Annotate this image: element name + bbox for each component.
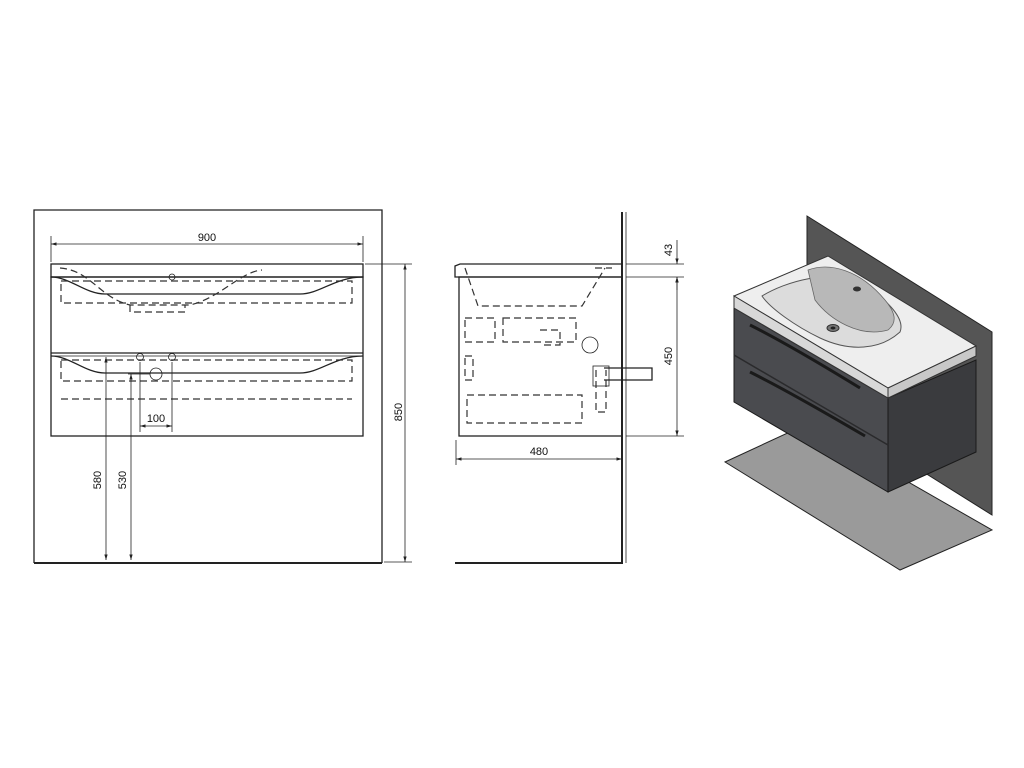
side-hidden-drawer-upper-front [464, 317, 496, 343]
front-lower-handle-curve [50, 355, 364, 374]
front-tap-hole [168, 273, 176, 281]
dim-480-label: 480 [530, 446, 548, 458]
render-floor [723, 423, 994, 571]
front-pipe-hole-right [168, 353, 176, 361]
render-bowl-inner [807, 266, 895, 333]
front-hidden-basin [59, 267, 263, 306]
dim-100-label: 100 [147, 413, 165, 425]
side-siphon-tube [595, 370, 607, 413]
render-lower-handle [749, 370, 866, 438]
front-waste-hole [149, 367, 163, 381]
front-view: 900 850 580 530 100 [33, 209, 412, 564]
side-hidden-drawer-lower-front [464, 355, 474, 381]
dim-850-label: 850 [393, 403, 405, 421]
render-basin-side-edge [887, 345, 977, 399]
front-hidden-drawer-upper [60, 280, 353, 304]
render-tap-hole [853, 286, 861, 292]
front-hidden-drawer-lower [60, 359, 353, 382]
front-upper-handle-curve [50, 276, 364, 295]
front-wall-outline [33, 209, 383, 563]
side-waste-pipe [604, 367, 653, 381]
side-siphon-bend [581, 336, 599, 354]
side-hidden-drawer-lower-back [466, 394, 583, 424]
side-hidden-basin [464, 267, 606, 307]
render-upper-handle [749, 323, 861, 390]
side-countertop [454, 263, 623, 278]
side-hidden-waste [540, 329, 561, 346]
side-view: 480 43 450 [454, 212, 684, 564]
side-siphon-trap [592, 365, 610, 387]
side-hidden-drawer-upper-back [502, 317, 577, 343]
dim-580-label: 580 [92, 471, 104, 489]
dim-900-label: 900 [198, 232, 216, 244]
render-drain-center [830, 326, 836, 330]
dim-530-label: 530 [117, 471, 129, 489]
front-pipe-hole-left [136, 353, 144, 361]
render-drawer-gap [733, 354, 889, 446]
front-hidden-waste [129, 305, 186, 313]
render-3d [723, 215, 994, 571]
dim-43-label: 43 [663, 244, 675, 256]
front-cabinet [50, 276, 364, 437]
front-countertop [50, 263, 364, 278]
side-cabinet [458, 276, 623, 437]
dim-450-label: 450 [663, 347, 675, 365]
